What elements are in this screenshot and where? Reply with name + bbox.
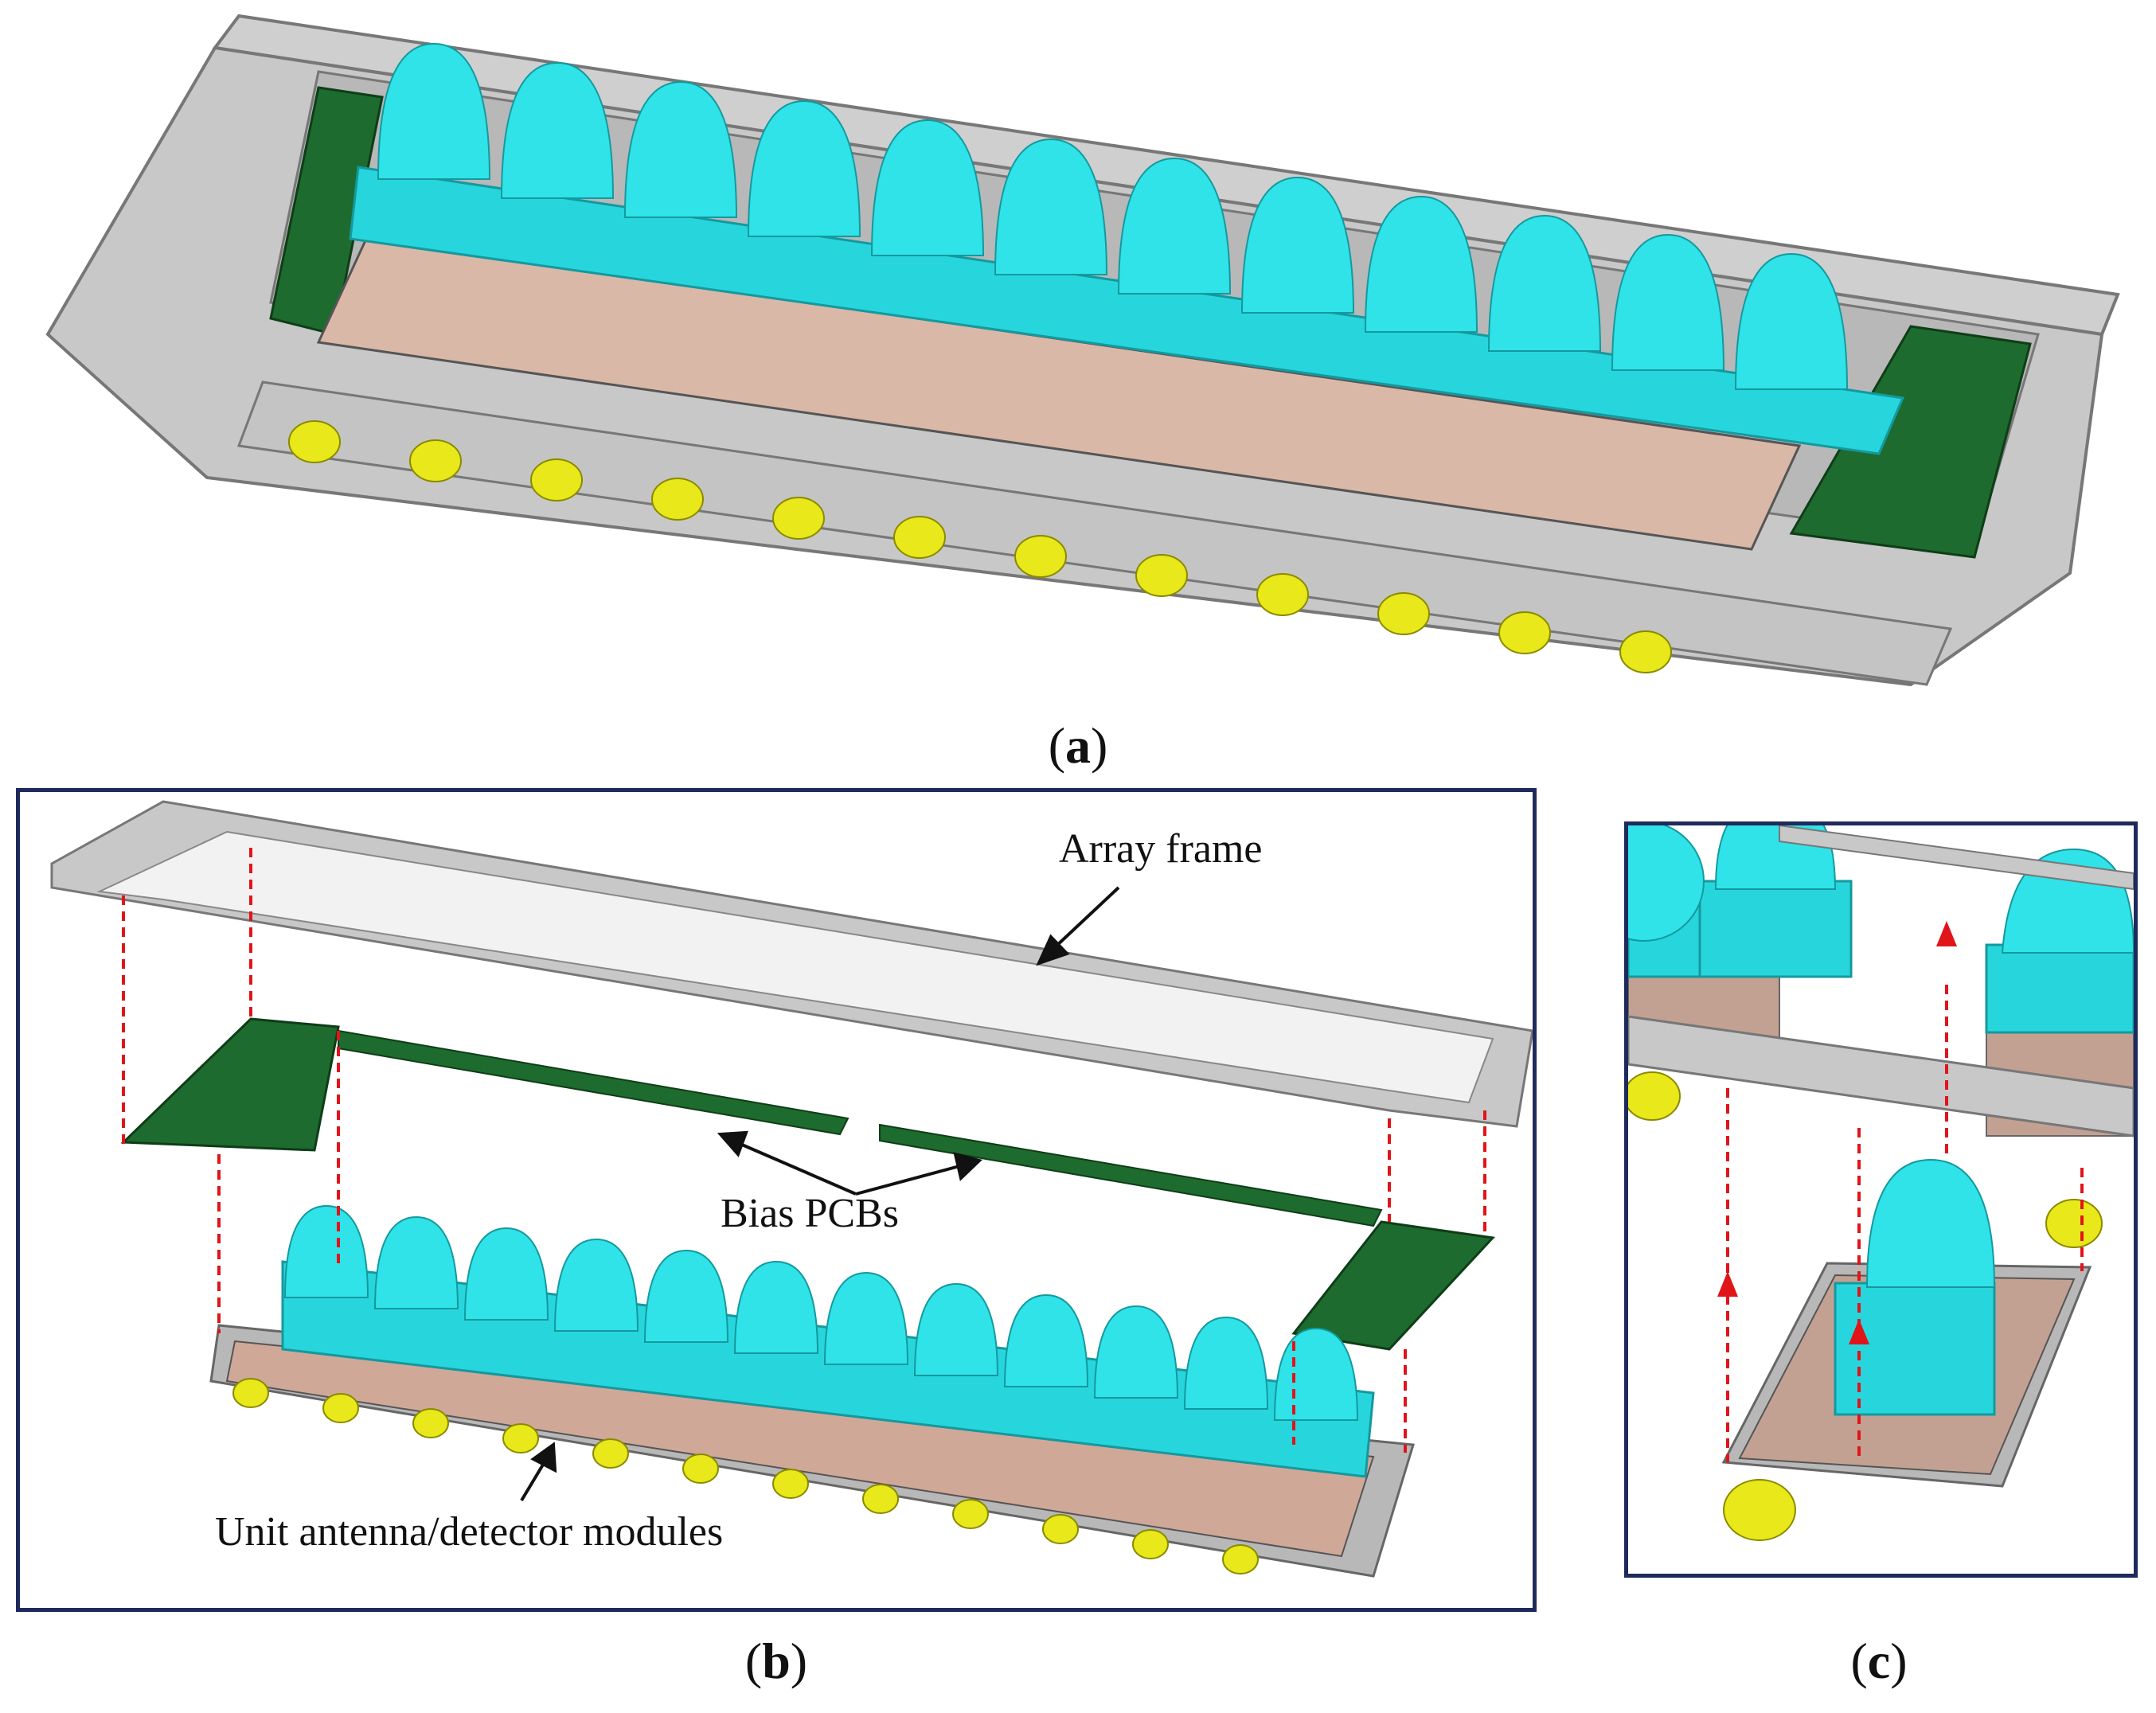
lens-block-bg-3 (1985, 943, 2134, 1034)
connector-group-a (288, 420, 1672, 673)
bias-pcb-strip-right (879, 1123, 1383, 1227)
sma-connector (1377, 592, 1430, 635)
annotation-arrows (520, 886, 1120, 1502)
lens-dome (500, 61, 615, 199)
label-unit-modules: Unit antenna/detector modules (215, 1509, 724, 1555)
alignment-lines (122, 848, 1486, 1453)
sma-connector (288, 420, 341, 463)
unit-connector (1723, 1479, 1796, 1541)
lens-dome (623, 80, 738, 218)
sma-connector (592, 1438, 629, 1469)
sma-connector (772, 1469, 809, 1499)
sma-connector (322, 1393, 359, 1423)
sma-connector (772, 497, 825, 540)
bias-pcb-left (120, 1017, 340, 1152)
bias-pcb-right (1789, 325, 2032, 559)
label-array-frame: Array frame (1059, 826, 1263, 872)
connector-group-b (232, 1378, 1259, 1574)
lens-dome (994, 138, 1108, 275)
insertion-lines (1726, 985, 2084, 1462)
sma-connector (1132, 1529, 1169, 1559)
lens-dome (823, 1271, 909, 1365)
sma-connector (893, 516, 946, 559)
insertion-arrowheads (1717, 921, 1957, 1344)
sma-connector (502, 1423, 539, 1454)
lens-dome-bg-1 (1628, 825, 1705, 942)
lens-dome (373, 1215, 459, 1309)
detector-substrate (316, 237, 1802, 551)
bias-pcb-right (1291, 1220, 1496, 1351)
sma-connector (1135, 554, 1188, 597)
sma-connector (1222, 1544, 1259, 1574)
lens-dome (1734, 252, 1849, 390)
lens-dome (463, 1227, 549, 1321)
exploded-view (50, 800, 1533, 1578)
lens-dome (1364, 195, 1478, 333)
unit-lens-block (1834, 1282, 1996, 1416)
lens-dome (553, 1238, 639, 1332)
sma-connector (952, 1499, 989, 1529)
connector-bg-1 (1628, 1071, 1681, 1121)
lens-dome (1003, 1294, 1089, 1387)
array-frame-bottom-rail (236, 380, 1953, 686)
lens-dome (1093, 1305, 1179, 1399)
single-module-insertion-view (1628, 825, 2134, 1541)
unit-lens-dome (1865, 1158, 1996, 1288)
lens-dome (747, 100, 861, 237)
sma-connector (412, 1408, 449, 1438)
lens-dome (1183, 1316, 1269, 1410)
lens-group-b (283, 1204, 1359, 1421)
sma-connector (232, 1378, 269, 1408)
lens-group-a (377, 42, 1849, 390)
sma-connector (1498, 611, 1551, 654)
sma-connector (682, 1454, 719, 1484)
array-frame-opening (96, 830, 1494, 1104)
bias-pcb-strip-left (338, 1029, 850, 1136)
lens-dome (733, 1260, 819, 1354)
lens-dome (643, 1249, 729, 1343)
connector-bg-3 (2045, 1199, 2103, 1248)
sma-connector (862, 1484, 899, 1514)
panel-c-box (1624, 821, 2138, 1578)
array-frame-rail-far (1779, 825, 2134, 891)
lens-block-bg-2 (1698, 880, 1853, 978)
label-bias-pcbs: Bias PCBs (721, 1191, 899, 1236)
array-frame-rail (1628, 1015, 2134, 1137)
caption-c: (c) (1850, 1633, 1908, 1689)
lens-dome (377, 42, 491, 180)
panel-a (0, 0, 2156, 716)
sma-connector (1619, 630, 1672, 673)
lens-dome (1240, 176, 1355, 314)
lens-dome (283, 1204, 369, 1298)
lens-dome (1117, 157, 1232, 295)
lens-dome (1487, 214, 1602, 352)
lens-dome (870, 119, 985, 256)
caption-a: (a) (1048, 717, 1108, 774)
lens-dome (1611, 233, 1725, 371)
panel-b-box: Array frame Bias PCBs Unit antenna/detec… (16, 788, 1537, 1612)
sma-connector (651, 478, 704, 521)
sma-connector (1042, 1514, 1079, 1544)
sma-connector (1256, 573, 1309, 616)
lens-dome (913, 1282, 999, 1376)
sma-connector (409, 439, 462, 482)
sma-connector (530, 458, 583, 501)
sma-connector (1014, 535, 1067, 578)
caption-b: (b) (744, 1633, 808, 1689)
array-assembly-3d-view (45, 14, 2120, 687)
